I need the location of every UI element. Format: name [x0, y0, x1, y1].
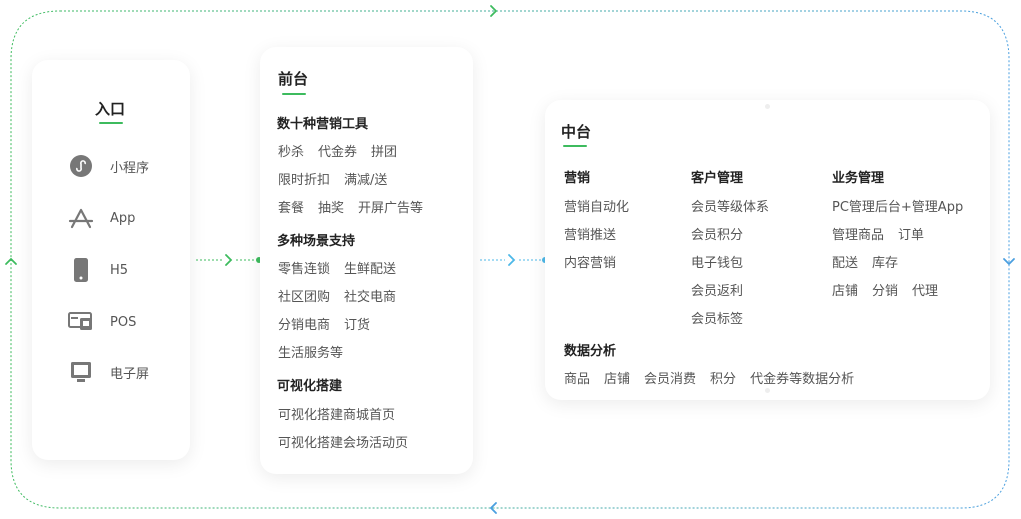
entry-item-h5[interactable]: H5 — [68, 257, 128, 283]
analysis-item: 店铺 — [604, 372, 631, 387]
business-row: 管理商品订单 — [832, 224, 938, 243]
business-row: 店铺分销代理 — [832, 280, 952, 299]
section-title-marketing-tools: 数十种营销工具 — [277, 117, 369, 132]
scenario-row: 社区团购社交电商 — [278, 286, 410, 305]
loop-border — [10, 10, 1010, 509]
marketing-tool-item: 限时折扣 — [278, 173, 331, 188]
business-row: PC管理后台+管理App — [832, 196, 977, 215]
section-title-data-analysis: 数据分析 — [564, 344, 617, 359]
scenario-item: 生活服务等 — [278, 346, 344, 361]
customer-item: 会员标签 — [691, 312, 744, 327]
column-title-business: 业务管理 — [832, 171, 885, 186]
entry-item-label: App — [110, 210, 136, 226]
marketing-tool-item: 满减/送 — [344, 173, 388, 188]
marketing-tool-item: 开屏广告等 — [358, 201, 424, 216]
pos-terminal-icon — [68, 309, 94, 335]
card-decor-dot — [765, 104, 770, 109]
analysis-item: 商品 — [564, 372, 591, 387]
section-title-scenarios: 多种场景支持 — [277, 234, 356, 249]
mini-program-icon — [68, 153, 94, 179]
loop-chevron-right-icon — [1003, 258, 1015, 266]
marketing-tool-item: 抽奖 — [318, 201, 345, 216]
entry-title-underline — [99, 122, 123, 124]
connector-front-middle — [480, 254, 548, 266]
visual-builder-item: 可视化搭建会场活动页 — [278, 436, 409, 451]
app-store-icon — [68, 205, 94, 231]
scenario-row: 分销电商订货 — [278, 314, 384, 333]
monitor-icon — [68, 359, 94, 385]
scenario-item: 生鲜配送 — [344, 262, 397, 277]
data-analysis-row: 商品店铺会员消费积分代金券等数据分析 — [564, 368, 868, 387]
entry-item-screen[interactable]: 电子屏 — [68, 359, 149, 385]
entry-item-mini-program[interactable]: 小程序 — [68, 153, 149, 179]
analysis-item: 会员消费 — [644, 372, 697, 387]
marketing-item: 内容营销 — [564, 256, 617, 271]
business-item: 店铺 — [832, 284, 859, 299]
entry-title: 入口 — [95, 100, 126, 118]
scenario-item: 社区团购 — [278, 290, 331, 305]
entry-item-label: 小程序 — [110, 160, 150, 176]
entry-item-label: POS — [110, 314, 137, 330]
scenario-row: 零售连锁生鲜配送 — [278, 258, 410, 277]
business-item: PC管理后台+管理App — [832, 200, 964, 215]
frontend-title-underline — [282, 93, 306, 95]
frontend-title: 前台 — [278, 70, 309, 88]
scenario-item: 零售连锁 — [278, 262, 331, 277]
middle-title-underline — [563, 145, 587, 147]
visual-builder-row: 可视化搭建商城首页 — [278, 404, 409, 423]
marketing-tools-row: 秒杀代金券拼团 — [278, 141, 411, 160]
analysis-item: 积分 — [710, 372, 737, 387]
business-item: 订单 — [898, 228, 925, 243]
visual-builder-item: 可视化搭建商城首页 — [278, 408, 396, 423]
section-title-visual-builder: 可视化搭建 — [277, 379, 343, 394]
business-item: 配送 — [832, 256, 859, 271]
loop-chevron-top-icon — [490, 5, 498, 17]
connector-entry-front — [196, 254, 262, 266]
marketing-tool-item: 套餐 — [278, 201, 305, 216]
analysis-item: 代金券等数据分析 — [750, 372, 855, 387]
marketing-tool-item: 秒杀 — [278, 145, 305, 160]
loop-chevron-left-icon — [5, 257, 17, 265]
scenario-item: 分销电商 — [278, 318, 331, 333]
customer-item: 会员等级体系 — [691, 200, 770, 215]
loop-chevron-bottom-icon — [489, 502, 497, 514]
marketing-tool-item: 拼团 — [371, 145, 398, 160]
entry-item-label: 电子屏 — [110, 366, 150, 382]
business-item: 代理 — [912, 284, 939, 299]
marketing-item: 营销自动化 — [564, 200, 630, 215]
business-row: 配送库存 — [832, 252, 912, 271]
business-item: 库存 — [872, 256, 899, 271]
customer-item: 会员积分 — [691, 228, 744, 243]
column-title-marketing: 营销 — [564, 171, 591, 186]
entry-item-pos[interactable]: POS — [68, 309, 136, 335]
marketing-tools-row: 限时折扣满减/送 — [278, 169, 401, 188]
visual-builder-row: 可视化搭建会场活动页 — [278, 432, 422, 451]
entry-item-app[interactable]: App — [68, 205, 135, 231]
column-title-customer: 客户管理 — [691, 171, 744, 186]
entry-item-label: H5 — [110, 262, 129, 278]
marketing-tools-row: 套餐抽奖开屏广告等 — [278, 197, 437, 216]
marketing-item: 营销推送 — [564, 228, 617, 243]
entry-card: 入口 小程序 App H5 POS 电子屏 — [32, 60, 190, 460]
scenario-item: 订货 — [344, 318, 371, 333]
phone-icon — [68, 257, 94, 283]
middle-title: 中台 — [561, 123, 592, 141]
business-item: 管理商品 — [832, 228, 885, 243]
customer-item: 电子钱包 — [691, 256, 744, 271]
customer-item: 会员返利 — [691, 284, 744, 299]
marketing-tool-item: 代金券 — [318, 145, 358, 160]
card-decor-dot — [765, 388, 770, 393]
frontend-card: 前台 数十种营销工具 秒杀代金券拼团 限时折扣满减/送 套餐抽奖开屏广告等 多种… — [260, 47, 473, 474]
middle-platform-card: 中台 营销 营销自动化 营销推送 内容营销 客户管理 会员等级体系 会员积分 电… — [545, 100, 990, 400]
scenario-row: 生活服务等 — [278, 342, 357, 361]
scenario-item: 社交电商 — [344, 290, 397, 305]
business-item: 分销 — [872, 284, 899, 299]
